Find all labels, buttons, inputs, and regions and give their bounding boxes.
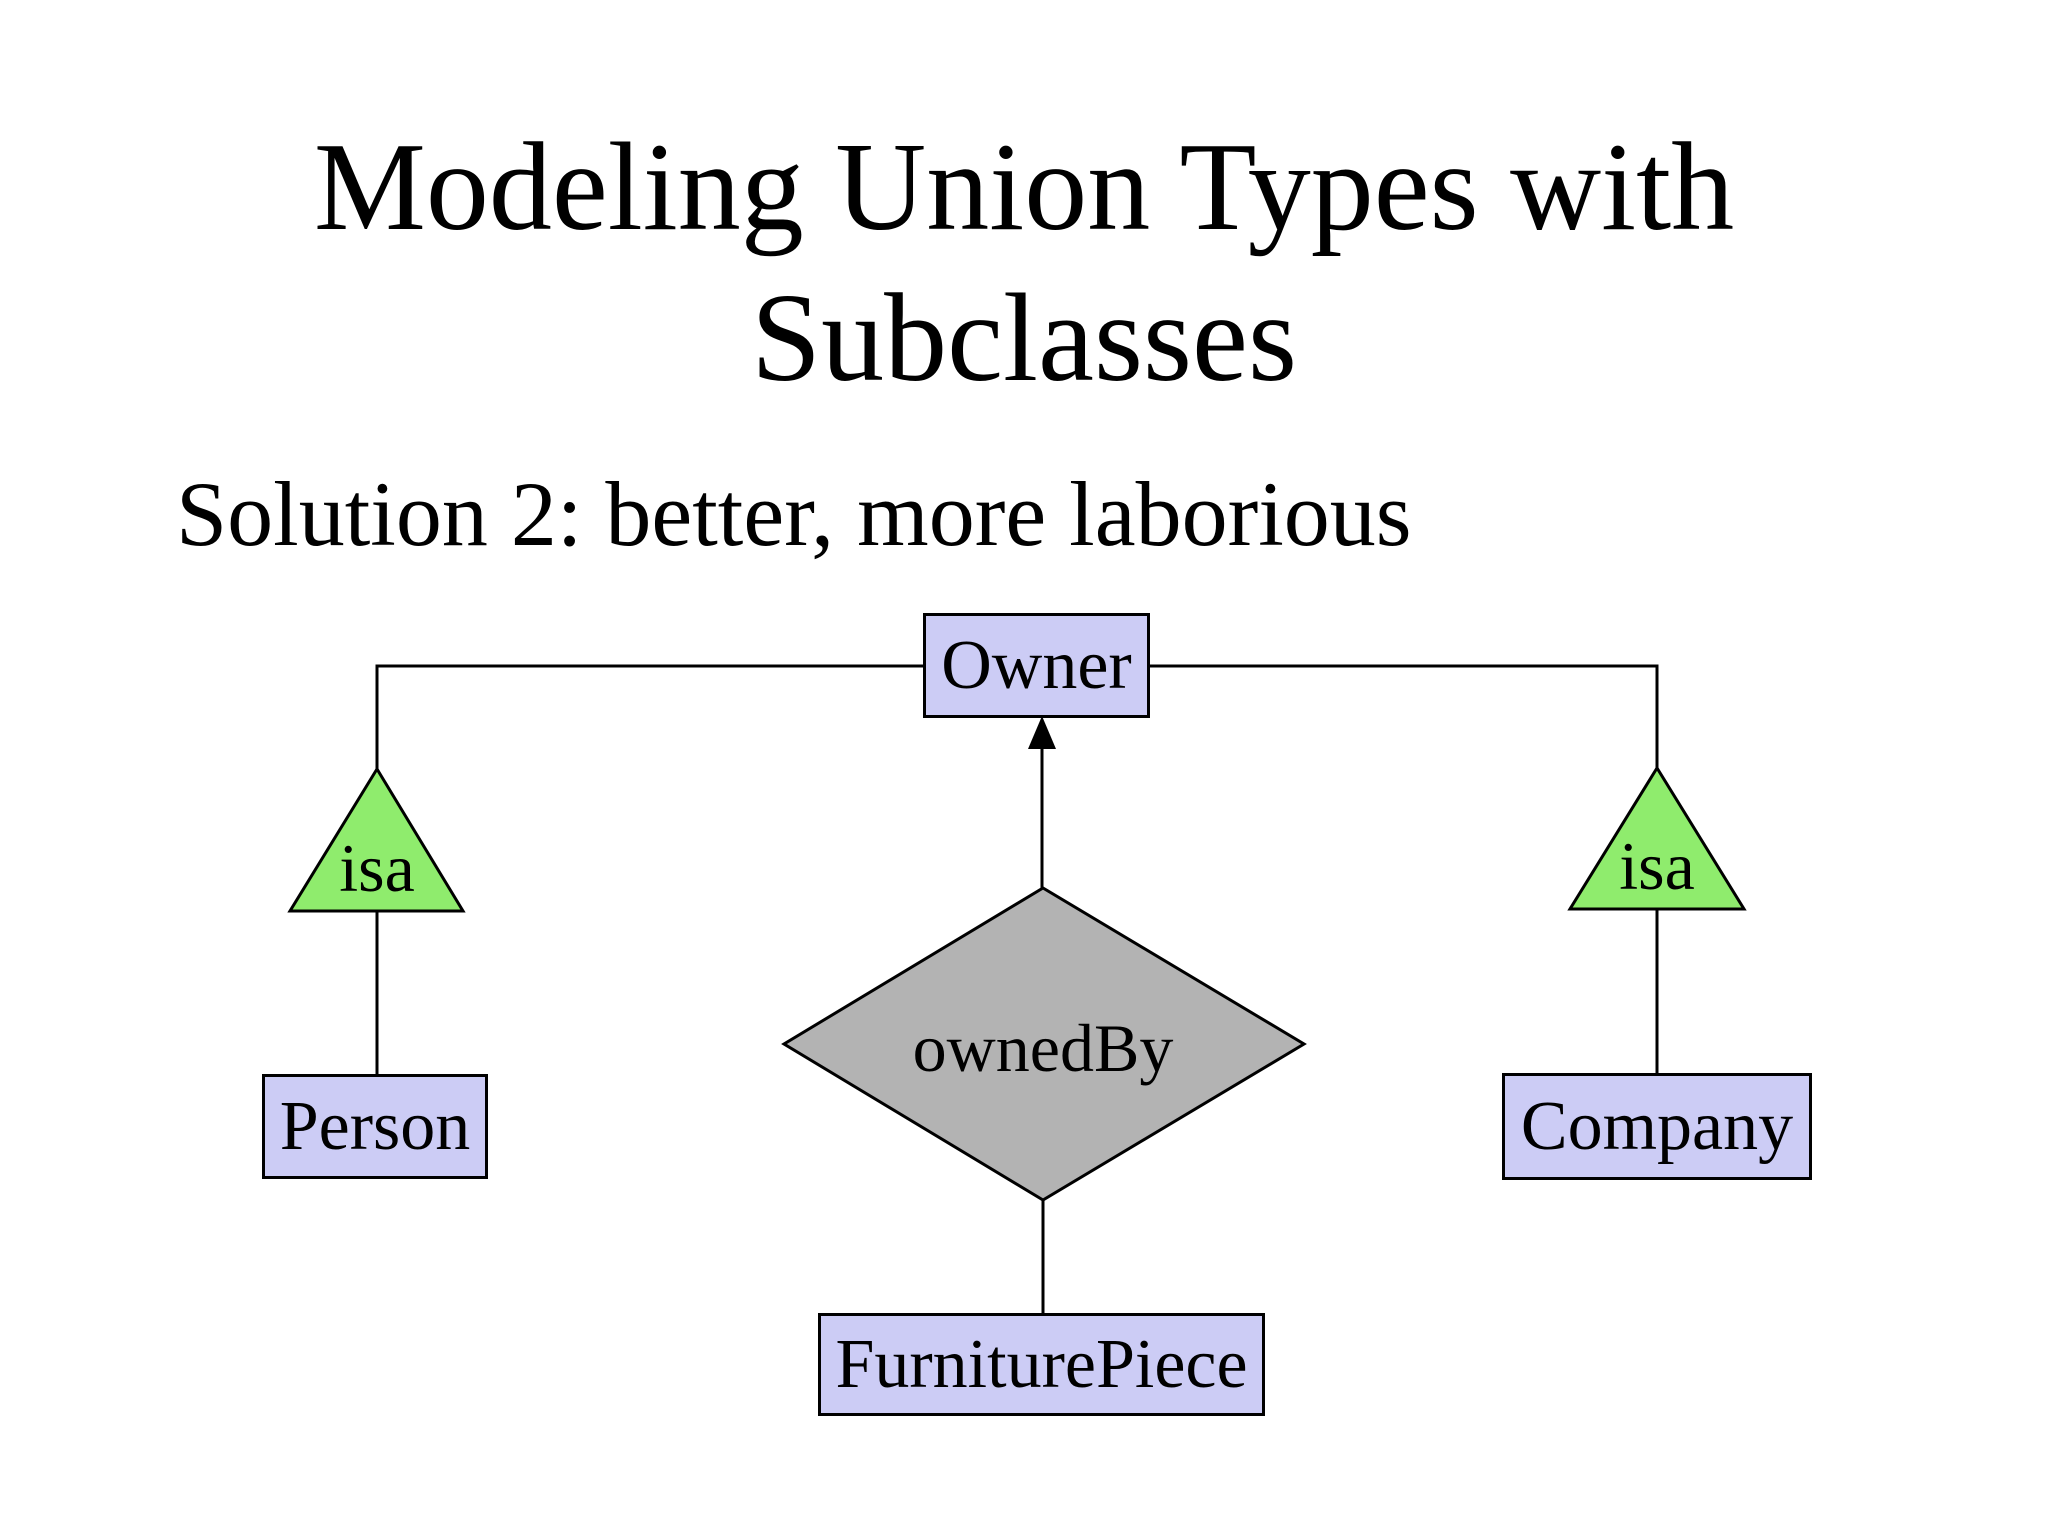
entity-owner-label: Owner <box>941 626 1132 704</box>
connector-owner-to-right-isa <box>1150 664 1659 768</box>
entity-person: Person <box>262 1074 488 1179</box>
slide-subtitle: Solution 2: better, more laborious <box>176 463 1412 565</box>
entity-furniturepiece-label: FurniturePiece <box>835 1325 1248 1403</box>
ownedby-diamond <box>781 886 1307 1202</box>
isa-triangle-right <box>1567 765 1747 911</box>
title-line-2: Subclasses <box>751 269 1297 409</box>
arrowhead-up-icon <box>1028 716 1056 749</box>
connector-owner-to-left-isa <box>375 664 923 769</box>
entity-company: Company <box>1502 1073 1812 1180</box>
entity-person-label: Person <box>279 1087 471 1165</box>
entity-company-label: Company <box>1520 1087 1794 1165</box>
isa-label-left: isa <box>339 830 415 906</box>
isa-triangle-left <box>287 766 466 913</box>
entity-furniturepiece: FurniturePiece <box>818 1313 1265 1416</box>
ownedby-label: ownedBy <box>912 1010 1174 1086</box>
isa-label-right: isa <box>1619 828 1695 904</box>
title-line-1: Modeling Union Types with <box>313 118 1735 257</box>
entity-owner: Owner <box>923 613 1150 718</box>
